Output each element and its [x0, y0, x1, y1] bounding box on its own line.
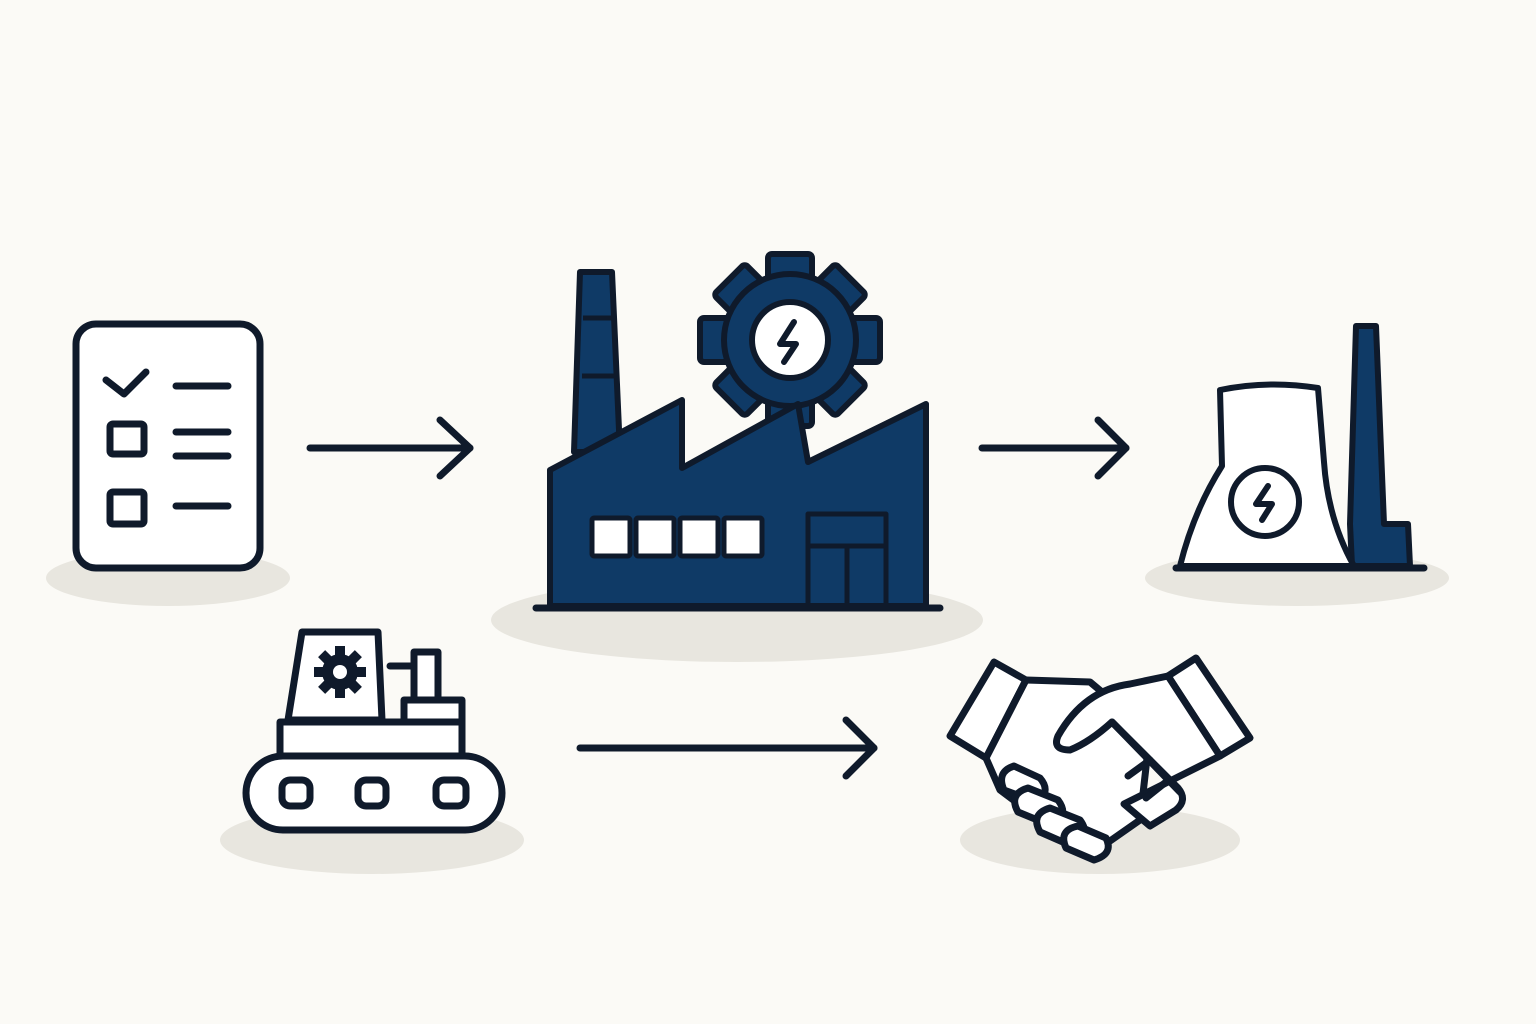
- power-plant-icon: [1172, 323, 1428, 572]
- power-plant-lightning-icon: [1253, 483, 1275, 523]
- factory-gear-power-icon: [532, 251, 944, 612]
- lightning-bolt-icon: [777, 319, 799, 365]
- industrial-machine-icon: [242, 628, 506, 834]
- factory-chimney: [571, 269, 623, 455]
- checklist-icon: [72, 320, 264, 572]
- gear-icon: [697, 251, 883, 429]
- factory-windows: [589, 515, 765, 559]
- arrow-checklist-to-factory: [306, 416, 474, 480]
- arrow-factory-to-power-plant: [978, 416, 1130, 480]
- power-plant-chimney: [1347, 323, 1413, 569]
- machine-gear-icon: [314, 646, 366, 698]
- handshake-icon: [946, 654, 1254, 864]
- arrow-machine-to-handshake: [576, 716, 878, 780]
